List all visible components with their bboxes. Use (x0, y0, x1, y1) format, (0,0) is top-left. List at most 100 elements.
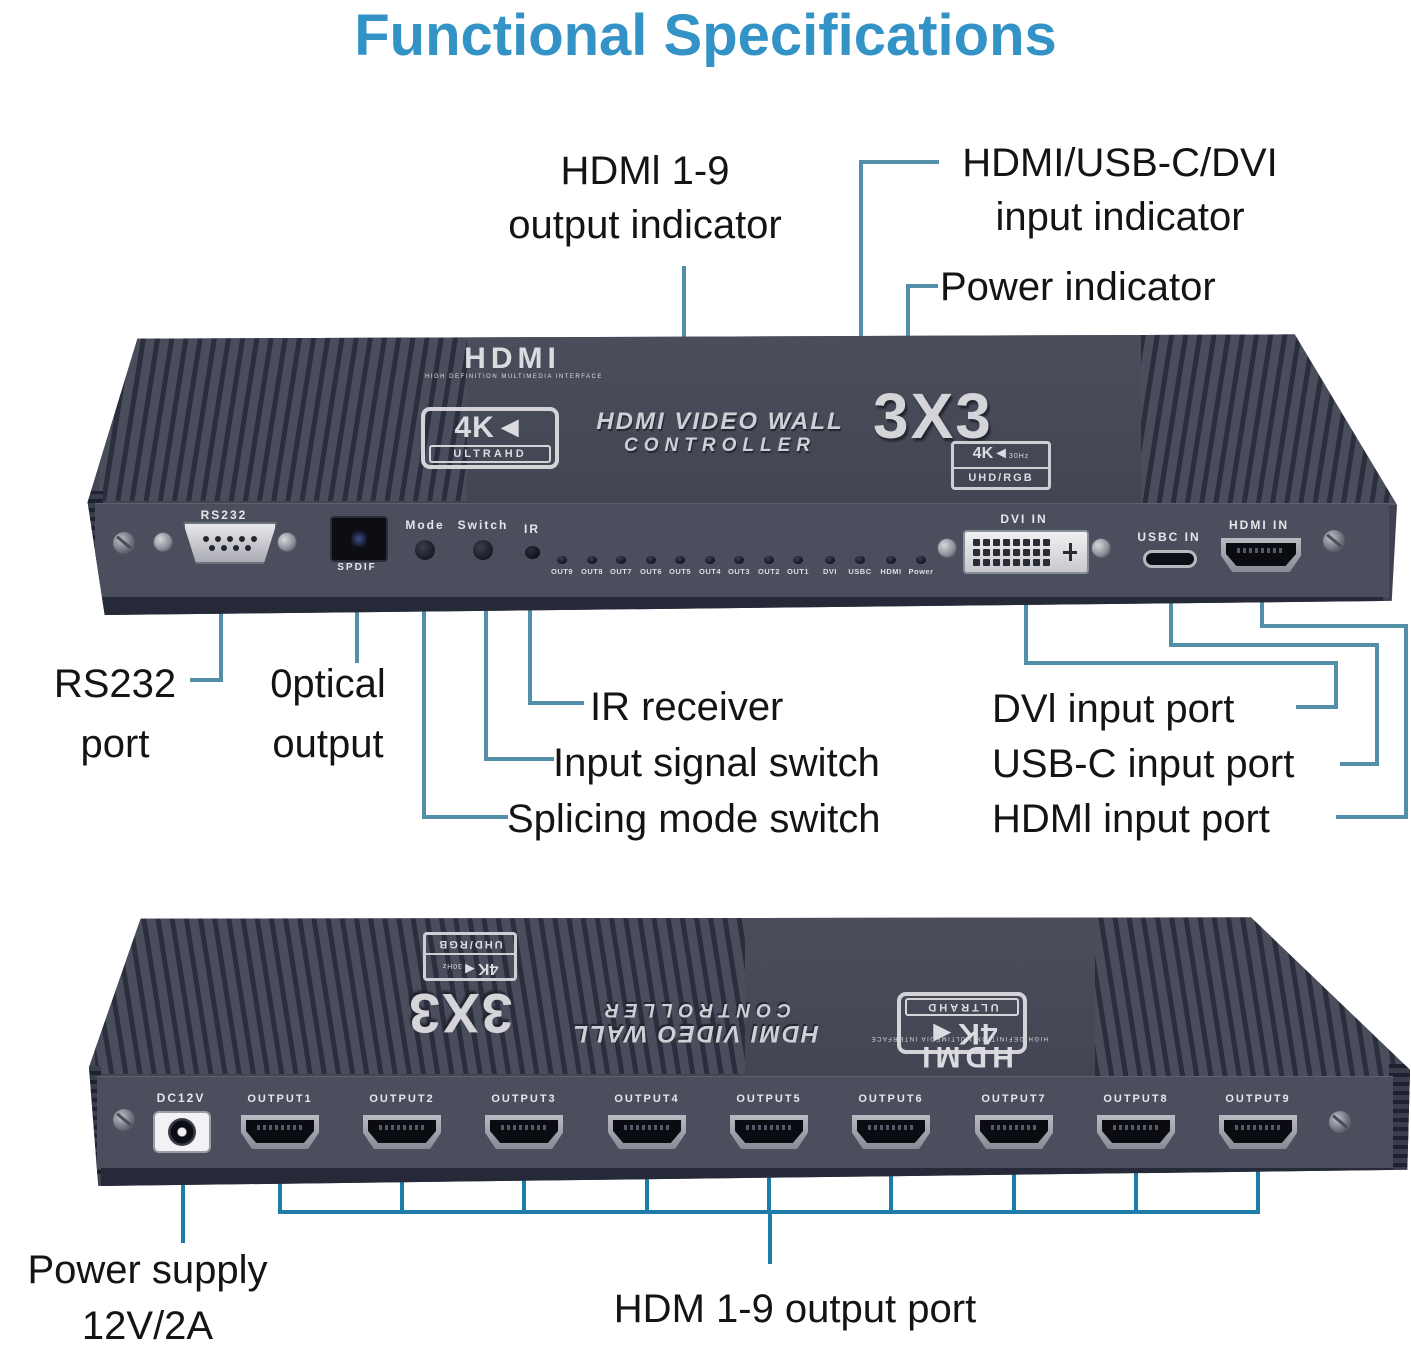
screw-icon (113, 532, 135, 554)
mode-button (415, 540, 435, 560)
spdif-port (330, 516, 388, 562)
led-dot (855, 556, 865, 564)
output2-label: OUTPUT2 (369, 1093, 435, 1105)
line-usbc-v1 (1169, 566, 1173, 647)
label-hdmi-input-port: HDMl input port (992, 797, 1270, 841)
line-output5 (767, 1150, 771, 1212)
rear-io-panel: RS232 SPDIF Mode Switch IR OUT9 OUT8 OUT… (95, 503, 1389, 598)
line-hdmi-v2 (1404, 624, 1408, 819)
heatsink-fins-left (95, 918, 745, 1074)
label-usbc-input-port: USB-C input port (992, 742, 1295, 786)
switch-button (473, 540, 493, 560)
out-led-1: OUT1 (783, 556, 813, 576)
label-input-indicator: HDMI/USB-C/DVI input indicator (962, 141, 1278, 239)
label-input-signal-switch: Input signal switch (553, 741, 880, 785)
output8-port (1097, 1115, 1175, 1149)
led-dot (587, 556, 597, 564)
heatsink-fins-right (1095, 917, 1410, 1076)
label-splicing-mode-switch: Splicing mode switch (507, 797, 881, 841)
line-input-indicator-h (859, 160, 939, 164)
dvi-screw-left (937, 538, 957, 558)
dvi-in-label: DVI IN (1000, 512, 1048, 526)
output6-label: OUTPUT6 (858, 1093, 924, 1105)
ir-label: IR (524, 522, 540, 536)
device-bottom-edge (99, 597, 1383, 615)
line-dvi-v1 (1024, 576, 1028, 665)
label-optical-output: 0ptical output (270, 662, 386, 766)
screw-icon (1323, 530, 1345, 552)
output8-label: OUTPUT8 (1103, 1093, 1169, 1105)
label-output-ports: HDM 1-9 output port (613, 1287, 977, 1331)
device-top-face: HDMI HIGH DEFINITION MULTIMEDIA INTERFAC… (87, 334, 1397, 505)
led-dot (557, 556, 567, 564)
out-led-6: OUT6 (636, 556, 666, 576)
input-led-dvi: DVI (815, 556, 845, 576)
label-power-indicator: Power indicator (940, 265, 1216, 309)
line-rs232-h (190, 678, 223, 682)
out-led-4: OUT4 (695, 556, 725, 576)
out-led-5: OUT5 (665, 556, 695, 576)
output9-port (1219, 1115, 1297, 1149)
output9-label: OUTPUT9 (1225, 1093, 1291, 1105)
output2-port (363, 1115, 441, 1149)
line-rs232-v (219, 564, 223, 682)
out-led-2: OUT2 (754, 556, 784, 576)
line-ir-v (528, 562, 532, 705)
line-hdmi-h2 (1336, 815, 1408, 819)
output4-port (608, 1115, 686, 1149)
page-title: Functional Specifications (354, 3, 1057, 68)
out-led-7: OUT7 (606, 556, 636, 576)
line-dvi-h1 (1024, 661, 1338, 665)
label-ir-receiver: IR receiver (590, 685, 784, 729)
label-rs232-port: RS232 port (53, 662, 177, 766)
line-input-switch-h (484, 757, 554, 761)
line-output8 (1134, 1150, 1138, 1212)
input-led-usbc: USBC (845, 556, 875, 576)
line-dvi-v2 (1334, 661, 1338, 709)
badge-4k-uhd-rgb: 4K◄30Hz UHD/RGB (423, 932, 517, 981)
screw-icon (1329, 1111, 1351, 1133)
line-output3 (522, 1150, 526, 1212)
product-title: HDMI VIDEO WALL CONTROLLER (571, 999, 819, 1047)
output5-label: OUTPUT5 (736, 1093, 802, 1105)
out-led-3: OUT3 (724, 556, 754, 576)
led-dot (793, 556, 803, 564)
led-dot (825, 556, 835, 564)
line-usbc-h1 (1169, 643, 1379, 647)
hdmi-in-label: HDMI IN (1229, 518, 1289, 532)
line-splice-h (422, 815, 508, 819)
led-dot (616, 556, 626, 564)
output1-port (241, 1115, 319, 1149)
dvi-in-port (963, 530, 1089, 574)
line-dc-power (181, 1148, 185, 1243)
matrix-3x3: 3X3 (407, 982, 513, 1045)
output3-label: OUTPUT3 (491, 1093, 557, 1105)
output3-port (485, 1115, 563, 1149)
led-dot (705, 556, 715, 564)
screw-icon (113, 1109, 135, 1131)
out-led-9: OUT9 (547, 556, 577, 576)
led-dot (916, 556, 926, 564)
switch-label: Switch (457, 518, 509, 532)
endcap-fins-right (1389, 1064, 1410, 1176)
line-usbc-h2 (1340, 762, 1379, 766)
led-dot (734, 556, 744, 564)
line-output6 (889, 1150, 893, 1212)
ir-receiver (525, 546, 540, 559)
output4-label: OUTPUT4 (614, 1093, 680, 1105)
device-bottom-edge (101, 1168, 1393, 1186)
line-output4 (645, 1150, 649, 1212)
label-power-supply: Power supply 12V/2A (27, 1248, 268, 1348)
matrix-3x3: 3X3 (873, 380, 993, 452)
line-ir-h (528, 701, 584, 705)
line-splice-v (422, 556, 426, 819)
label-output-indicator: HDMl 1-9 output indicator (508, 149, 782, 247)
line-output-label-stub (768, 1212, 772, 1264)
out-led-8: OUT8 (577, 556, 607, 576)
line-input-switch-v (484, 558, 488, 761)
power-led: Power (904, 556, 938, 576)
output1-label: OUTPUT1 (247, 1093, 313, 1105)
hdmi-logo: HDMI HIGH DEFINITION MULTIMEDIA INTERFAC… (425, 342, 603, 381)
usbc-in-label: USBC IN (1137, 530, 1201, 544)
line-hdmi-h1 (1260, 624, 1408, 628)
